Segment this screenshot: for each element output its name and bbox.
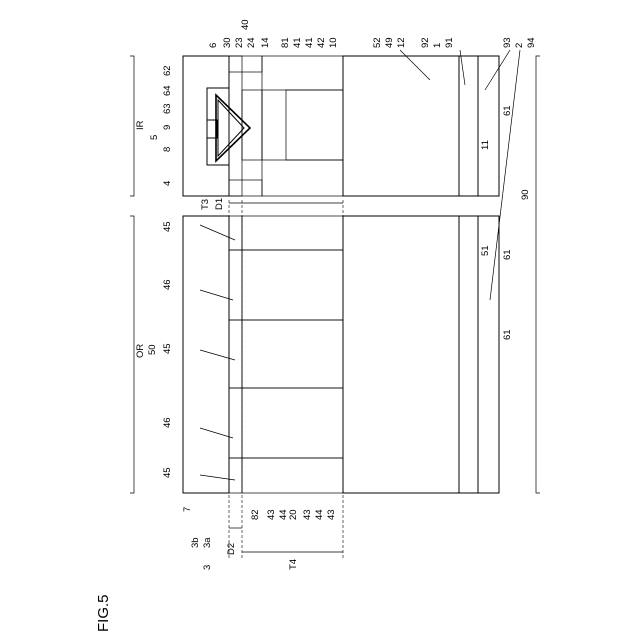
layer-3a-45-top (229, 216, 242, 250)
label-41-a: 41 (292, 37, 303, 48)
label-23: 23 (234, 37, 245, 48)
label-62: 62 (162, 65, 173, 76)
layer-11 (459, 56, 478, 196)
block-43-top (242, 216, 343, 250)
label-45-mid: 45 (162, 343, 173, 354)
label-44-a: 44 (278, 509, 289, 520)
label-11: 11 (480, 140, 491, 150)
layer-3a-45-mid (229, 320, 242, 388)
label-t3: T3 (200, 199, 211, 210)
label-d2: D2 (226, 543, 237, 555)
label-14: 14 (260, 37, 271, 48)
layer-7 (183, 216, 229, 493)
substrate-12 (343, 56, 459, 196)
label-9: 9 (162, 125, 173, 130)
layer-30 (229, 56, 242, 196)
substrate-52 (343, 216, 459, 493)
label-d1: D1 (214, 198, 225, 210)
label-91: 91 (444, 37, 455, 48)
label-4: 4 (162, 181, 173, 186)
layer-14 (242, 90, 262, 160)
label-45-bot: 45 (162, 467, 173, 478)
label-30: 30 (222, 37, 233, 48)
label-82: 82 (250, 509, 261, 520)
label-81: 81 (280, 37, 291, 48)
label-94: 94 (526, 37, 537, 48)
block-42 (286, 90, 343, 160)
label-61-ir: 61 (502, 105, 513, 116)
region-label-90: 90 (520, 189, 531, 200)
layer-4-top (229, 56, 262, 72)
region-label-ir: IR (135, 120, 146, 130)
label-3b: 3b (190, 537, 201, 548)
label-40: 40 (240, 19, 251, 30)
leader-lines (200, 50, 520, 480)
block-43-bot (242, 458, 343, 493)
label-45-top: 45 (162, 221, 173, 232)
layer-62 (183, 56, 229, 196)
label-51: 51 (480, 245, 491, 256)
layer-3a-46-top (229, 250, 242, 320)
label-46-top: 46 (162, 279, 173, 290)
region-label-50: 50 (147, 344, 158, 355)
label-64: 64 (162, 85, 173, 96)
label-3a: 3a (202, 537, 213, 548)
block-43-mid (242, 320, 343, 388)
inner-region (183, 56, 499, 196)
labels: OR 50 IR 5 90 7 3 3a 3b D2 D1 T3 T4 20 8… (95, 19, 537, 632)
layer-4-bot (229, 180, 262, 196)
region-label-5: 5 (149, 135, 160, 140)
dimension-lines (229, 200, 343, 560)
label-12: 12 (396, 37, 407, 48)
label-24: 24 (246, 37, 257, 48)
label-49: 49 (384, 37, 395, 48)
layer-3a-45-bot (229, 458, 242, 493)
label-43-b: 43 (302, 509, 313, 520)
layer-51 (459, 216, 478, 493)
label-61-or-top: 61 (502, 249, 513, 260)
label-43-c: 43 (326, 509, 337, 520)
label-41-b: 41 (304, 37, 315, 48)
layer-3a-46-bot (229, 388, 242, 458)
outer-region (183, 216, 499, 493)
label-7: 7 (182, 507, 193, 512)
block-41 (262, 90, 343, 160)
label-93: 93 (502, 37, 513, 48)
layer-61-ir (478, 56, 499, 196)
label-43-a: 43 (266, 509, 277, 520)
figure-title: FIG.5 (95, 594, 112, 632)
label-20: 20 (288, 509, 299, 520)
label-t4: T4 (288, 559, 299, 570)
label-92: 92 (420, 37, 431, 48)
label-63: 63 (162, 103, 173, 114)
label-3: 3 (202, 565, 213, 570)
element-64 (216, 95, 250, 161)
label-6: 6 (208, 43, 219, 48)
layer-61-or (478, 216, 499, 493)
label-10: 10 (328, 37, 339, 48)
label-42: 42 (316, 37, 327, 48)
element-63 (218, 100, 244, 156)
label-2: 2 (514, 43, 525, 48)
label-52: 52 (372, 37, 383, 48)
block-44-top (242, 250, 343, 320)
layer-10 (262, 56, 343, 196)
region-label-or: OR (135, 344, 146, 358)
label-46-bot: 46 (162, 417, 173, 428)
label-8: 8 (162, 147, 173, 152)
block-44-bot (242, 388, 343, 458)
label-44-b: 44 (314, 509, 325, 520)
label-1: 1 (432, 43, 443, 48)
label-61-or-bot: 61 (502, 329, 513, 340)
